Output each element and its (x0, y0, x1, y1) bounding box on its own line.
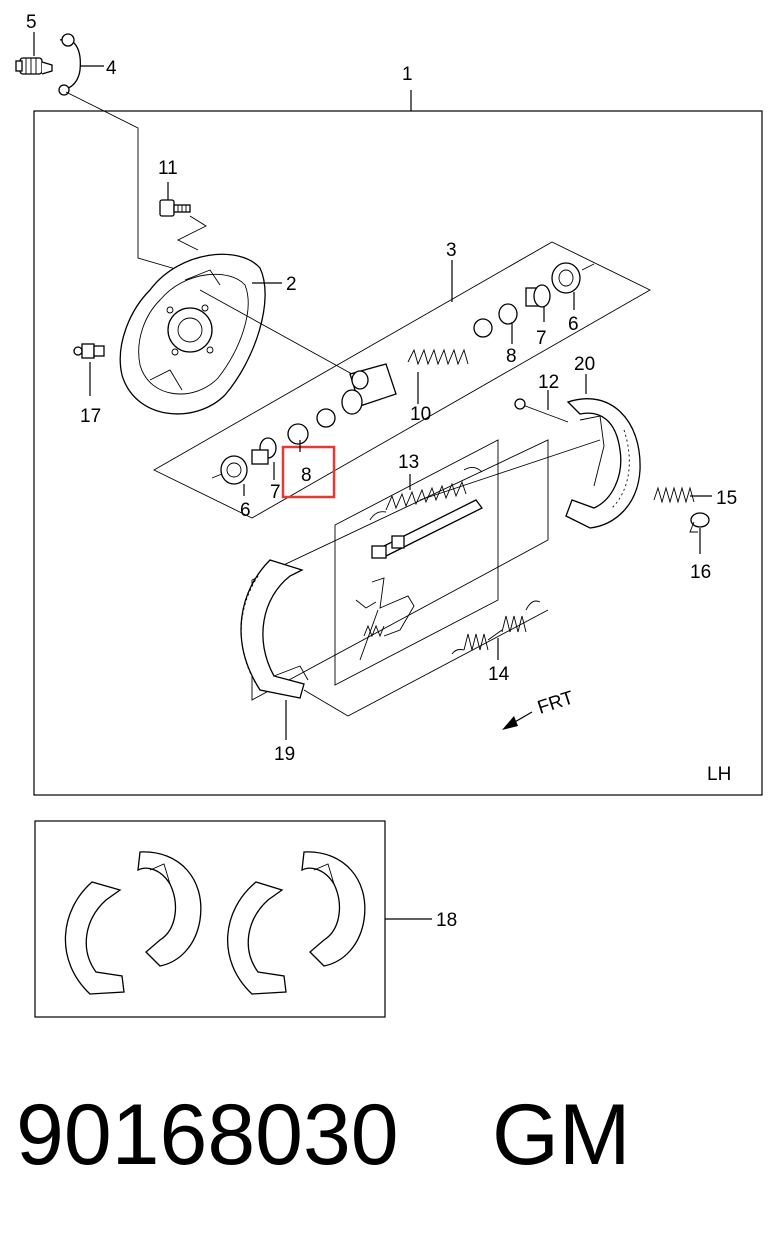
side-label: LH (707, 764, 731, 785)
callout-2: 2 (286, 274, 297, 295)
brake-shoe-left-part (240, 559, 309, 699)
shoe-set-pair-2 (227, 851, 366, 995)
hold-down-pin-part (514, 398, 569, 423)
adjuster-strut-part (371, 499, 483, 559)
hold-down-spring-part (653, 486, 695, 504)
front-direction-arrow (502, 711, 533, 730)
callout-20: 20 (574, 354, 595, 375)
part-number: 90168030 (16, 1087, 399, 1183)
callout-11: 11 (158, 158, 178, 179)
bleeder-screw-part (15, 57, 53, 75)
fitting-part (73, 343, 105, 359)
brake-pipe-part (58, 33, 81, 96)
bolt-part (159, 199, 191, 217)
left-cylinder-components (211, 408, 336, 485)
callout-6-right: 6 (568, 314, 579, 335)
parking-lever-part (355, 577, 415, 661)
cylinder-spring-part (407, 348, 469, 366)
callout-5: 5 (26, 12, 37, 33)
retainer-cup-part (689, 512, 710, 533)
callout-7-left: 7 (270, 482, 281, 503)
callout-14: 14 (488, 664, 510, 685)
callout-15: 15 (716, 488, 737, 509)
callout-4: 4 (106, 58, 117, 79)
wheel-cylinder-part (341, 363, 397, 415)
main-diagram-frame (33, 110, 763, 796)
right-cylinder-components (473, 262, 595, 338)
callout-7-right: 7 (536, 328, 547, 349)
front-direction-label: FRT (535, 687, 577, 718)
callout-3: 3 (446, 240, 457, 261)
brand-name: GM (492, 1087, 631, 1183)
return-spring-part (451, 600, 541, 655)
highlighted-part-box (281, 445, 336, 499)
callout-10: 10 (410, 404, 431, 425)
callout-1: 1 (402, 64, 413, 85)
callout-13: 13 (398, 452, 419, 473)
adjuster-spring-part (369, 467, 483, 521)
wheel-cylinder-group-outline (153, 241, 651, 519)
callout-18: 18 (436, 910, 457, 931)
callout-19: 19 (274, 744, 295, 765)
callout-12: 12 (538, 372, 559, 393)
callout-6-left: 6 (240, 500, 251, 521)
callout-8-right: 8 (506, 346, 517, 367)
callout-8-highlighted: 8 (301, 465, 312, 486)
callout-16: 16 (690, 562, 711, 583)
backing-plate-part (119, 253, 266, 415)
callout-17: 17 (80, 406, 101, 427)
shoe-set-pair-1 (64, 851, 202, 995)
brake-shoe-right-part (565, 398, 641, 529)
